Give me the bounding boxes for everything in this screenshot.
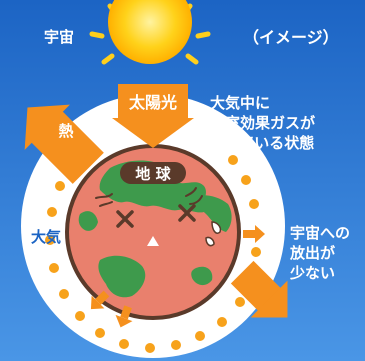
escape-note: 宇宙への 放出が 少ない <box>289 224 350 282</box>
small-arrows <box>90 225 265 328</box>
atmosphere-label: 大気 <box>31 228 61 246</box>
atmosphere-note-line-1: 大気中に <box>210 94 270 112</box>
arrow-down-right-icon <box>230 260 288 318</box>
atmosphere-note-line-3: 増えている状態 <box>210 134 314 152</box>
sun-icon <box>89 0 211 65</box>
atmosphere-note-line-2: 温室効果ガスが <box>210 114 316 132</box>
mouth-icon <box>147 236 159 246</box>
escape-note-line-1: 宇宙への <box>290 224 350 242</box>
image-note-label: （イメージ） <box>243 28 339 47</box>
escape-note-line-3: 少ない <box>289 264 335 282</box>
arrow-up-left-icon <box>24 104 104 184</box>
earth-label: 地 球 <box>135 165 171 183</box>
dizzy-face-icon <box>95 187 222 247</box>
arrow-down-icon <box>112 84 194 148</box>
escape-note-line-2: 放出が <box>289 244 336 262</box>
sunlight-label: 太陽光 <box>128 93 177 112</box>
heat-label: 熱 <box>58 122 73 140</box>
atmosphere-dots <box>45 155 261 353</box>
space-label: 宇宙 <box>44 28 74 46</box>
earth-label-box <box>120 162 186 184</box>
atmosphere-note: 大気中に 温室効果ガスが 増えている状態 <box>210 94 316 152</box>
